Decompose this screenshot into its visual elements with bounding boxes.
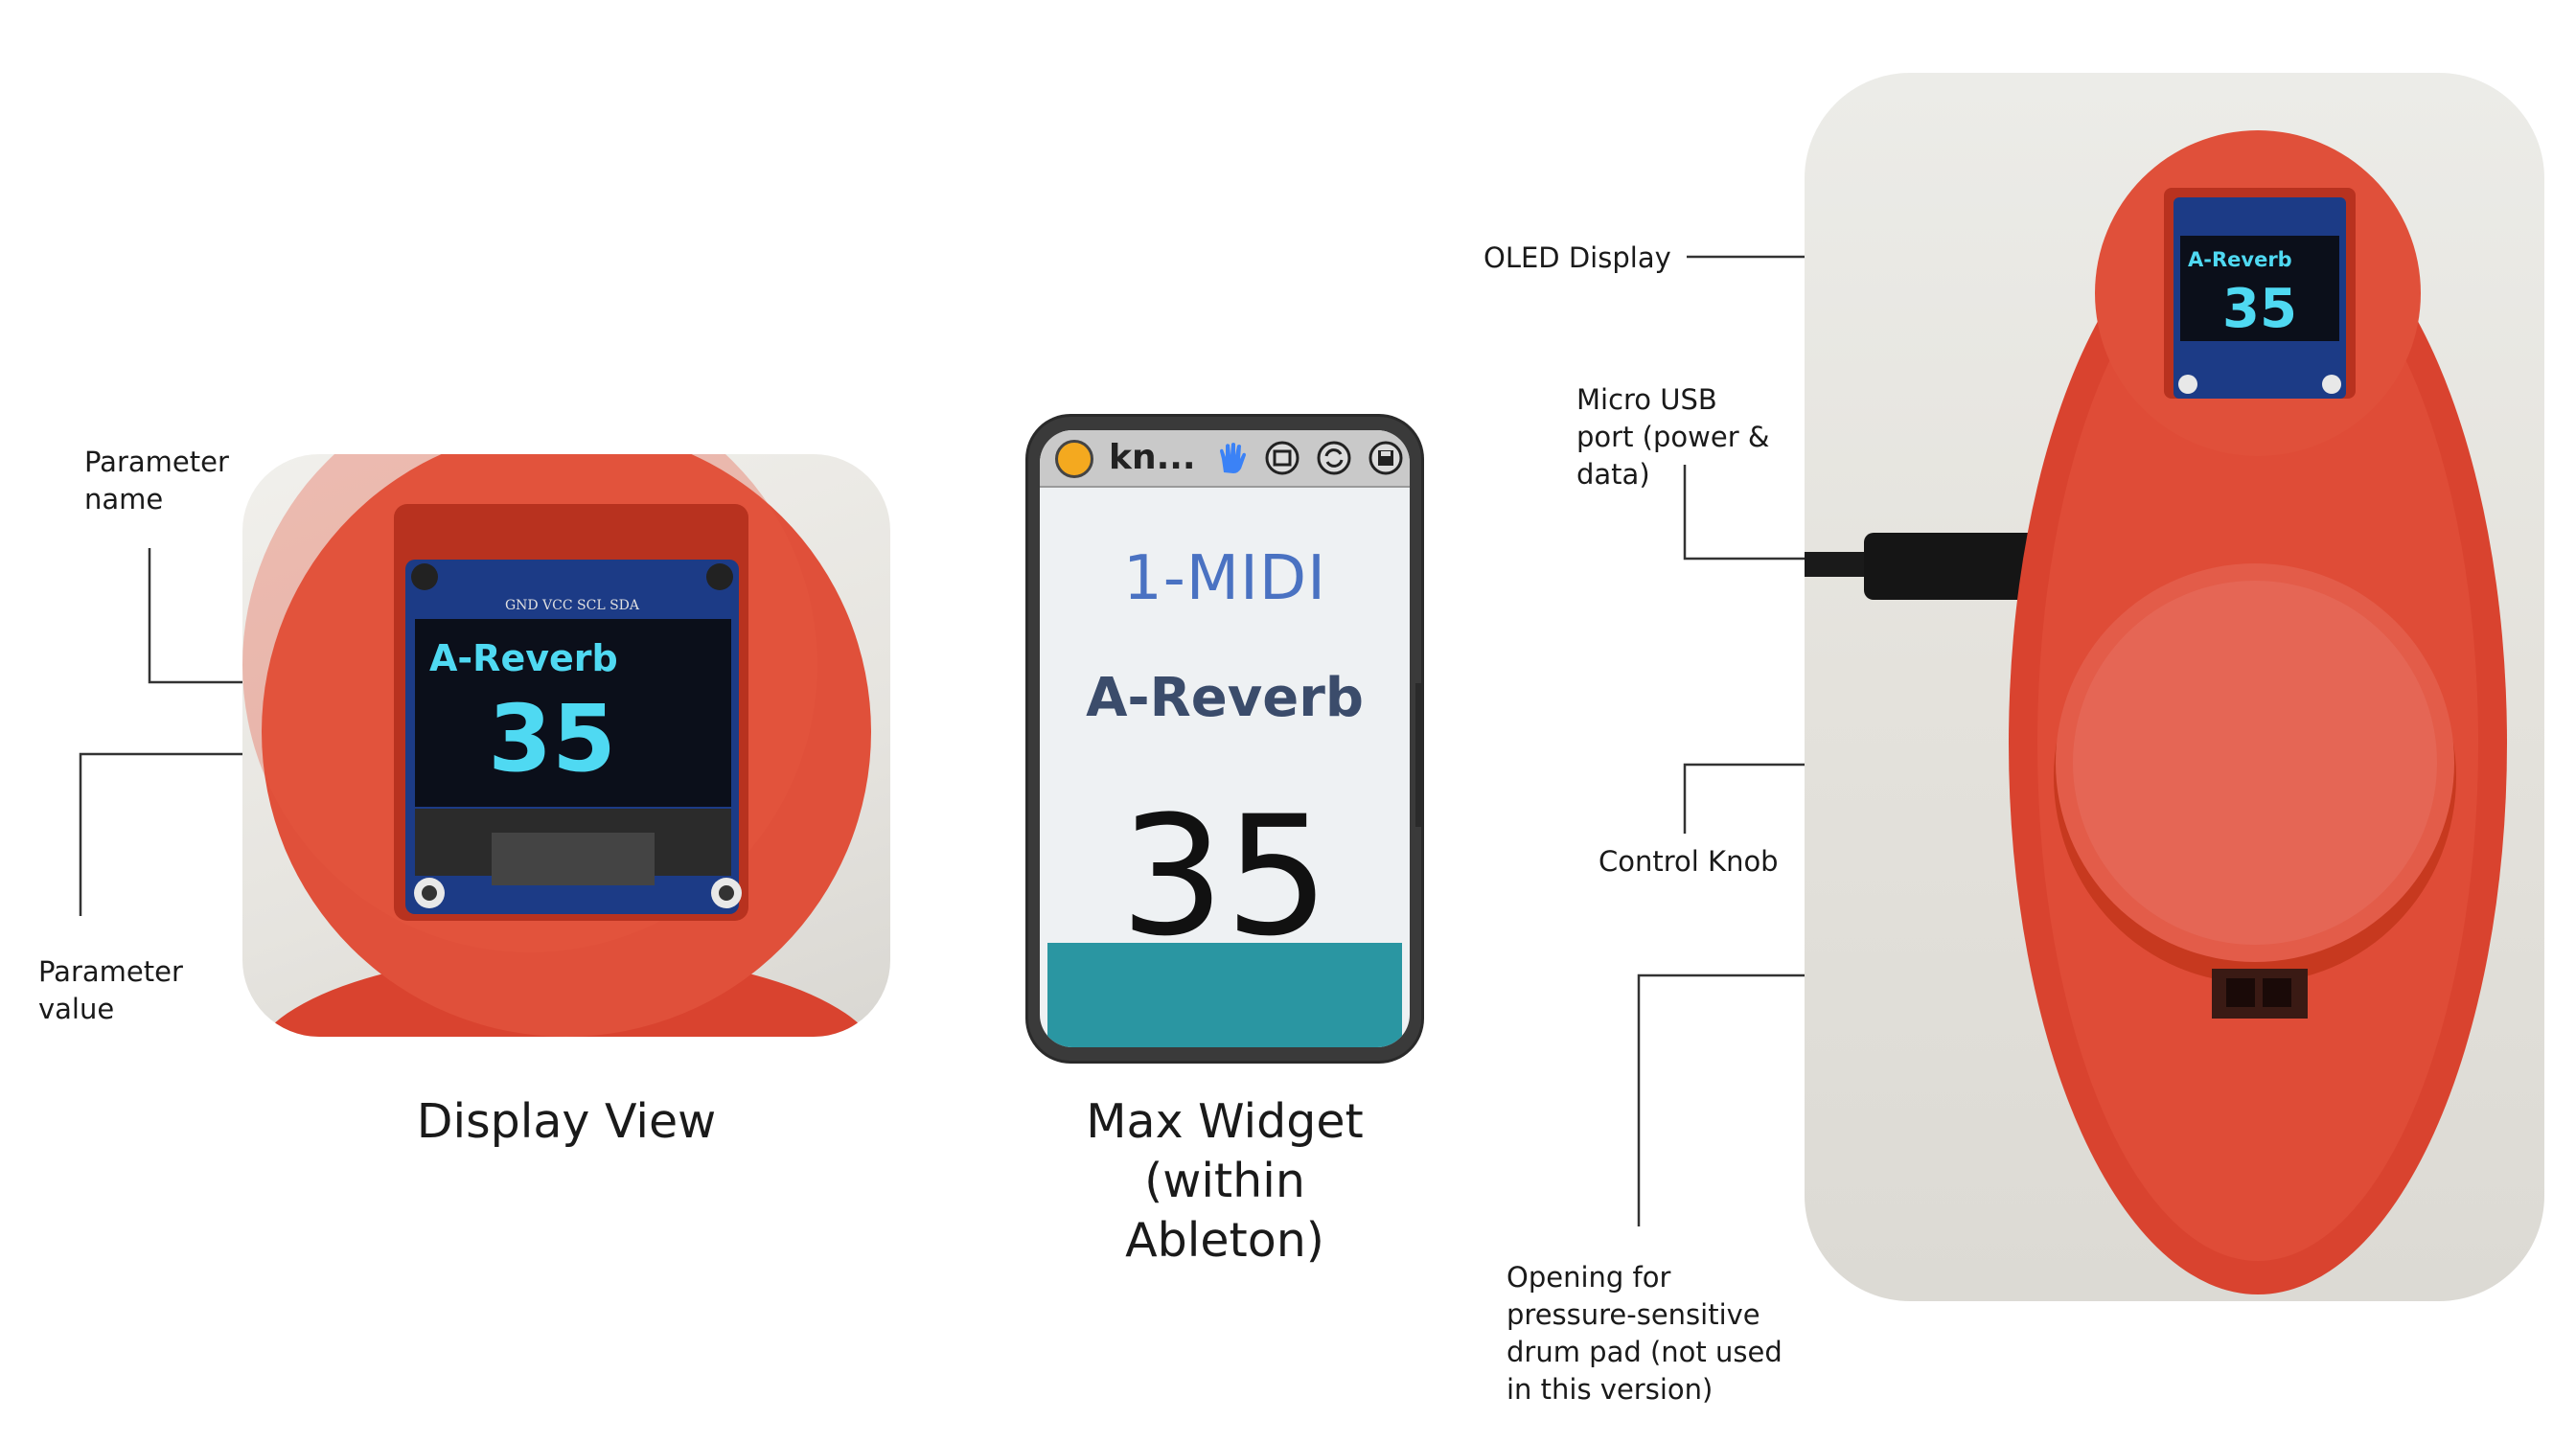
label-oled-display: OLED Display bbox=[1484, 241, 1671, 274]
caption-display-view: Display View bbox=[416, 1094, 717, 1149]
widget-midi-label: 1-MIDI bbox=[1122, 543, 1327, 614]
caption-max-widget: Max Widget (within Ableton) bbox=[1086, 1094, 1364, 1268]
oled-param-value: 35 bbox=[488, 685, 616, 792]
display-view-illustration: GND VCC SCL SDA A-Reverb 35 bbox=[242, 454, 872, 1037]
label-control-knob: Control Knob bbox=[1598, 845, 1779, 878]
widget-title-bar: kn... bbox=[1040, 430, 1410, 488]
device-photo: A-Reverb 35 bbox=[1805, 73, 2544, 1301]
widget-param-value: 35 bbox=[1119, 780, 1330, 973]
device-illustration: A-Reverb 35 bbox=[1805, 130, 2507, 1294]
max-widget: kn... 1-MIDI A-Reverb 35 bbox=[1028, 417, 1421, 1061]
refresh-icon[interactable] bbox=[1316, 440, 1352, 476]
usb-plug bbox=[1864, 533, 2046, 600]
right-oled-param-value: 35 bbox=[2222, 278, 2297, 340]
display-view-photo: GND VCC SCL SDA A-Reverb 35 bbox=[242, 454, 890, 1037]
hand-icon[interactable] bbox=[1214, 440, 1251, 476]
label-drum-pad-opening: Opening for pressure-sensitive drum pad … bbox=[1506, 1261, 1782, 1406]
label-parameter-name: Parameter name bbox=[84, 446, 229, 515]
clip-icon[interactable] bbox=[1264, 440, 1300, 476]
save-icon[interactable] bbox=[1368, 440, 1404, 476]
right-oled-screen bbox=[2180, 236, 2339, 341]
max-widget-panel: kn... 1-MIDI A-Reverb 35 bbox=[1040, 430, 1410, 1047]
widget-side-handle bbox=[1415, 683, 1421, 827]
label-micro-usb: Micro USB port (power & data) bbox=[1576, 383, 1770, 491]
oled-param-name: A-Reverb bbox=[429, 637, 618, 679]
label-parameter-value: Parameter value bbox=[38, 955, 183, 1025]
widget-value-bar[interactable] bbox=[1047, 943, 1402, 1047]
widget-param-name: A-Reverb bbox=[1086, 667, 1364, 729]
oled-screen bbox=[415, 619, 731, 807]
device-activator-icon[interactable] bbox=[1055, 440, 1093, 478]
oled-pin-labels: GND VCC SCL SDA bbox=[505, 598, 640, 613]
right-oled-param-name: A-Reverb bbox=[2188, 248, 2292, 271]
widget-title: kn... bbox=[1109, 438, 1196, 477]
